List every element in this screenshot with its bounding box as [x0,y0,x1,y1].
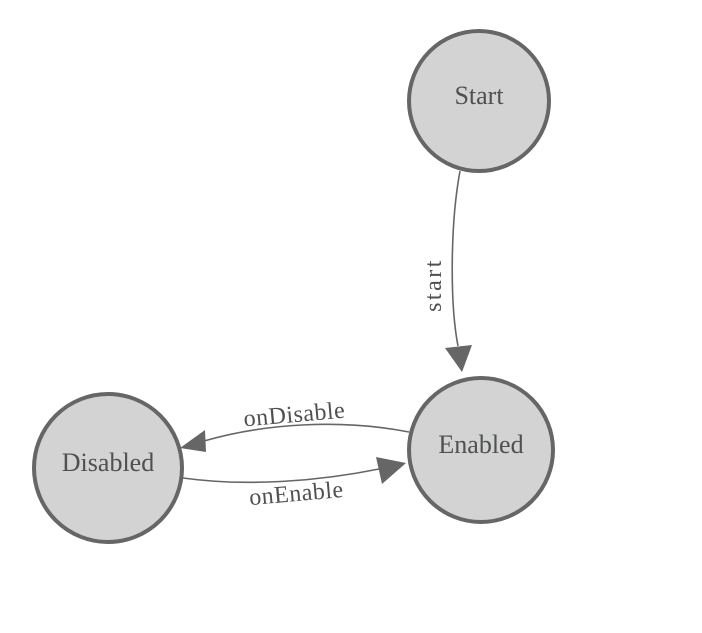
edge-label-ondisable: onDisable [243,398,347,433]
state-node-disabled: Disabled [32,392,184,544]
edge-enabled-to-disabled: onDisable [180,398,410,452]
node-circle-disabled [32,392,184,544]
arrowhead-enabled-to-disabled [180,430,206,452]
node-label-enabled: Enabled [438,430,523,459]
arrowhead-start-to-enabled [445,345,472,372]
edge-line-start-to-enabled [451,170,461,347]
arrowhead-disabled-to-enabled [376,457,406,484]
edge-disabled-to-enabled: onEnable [182,457,406,511]
edge-label-start: start [421,258,447,312]
edge-line-disabled-to-enabled [182,468,380,484]
node-circle-enabled [407,376,555,524]
state-node-enabled: Enabled [407,376,555,524]
node-circle-start [407,29,551,173]
node-label-disabled: Disabled [62,448,154,477]
node-label-start: Start [454,81,504,110]
edge-line-enabled-to-disabled [203,423,410,442]
state-node-start: Start [407,29,551,173]
edge-start-to-enabled: start [421,170,472,372]
